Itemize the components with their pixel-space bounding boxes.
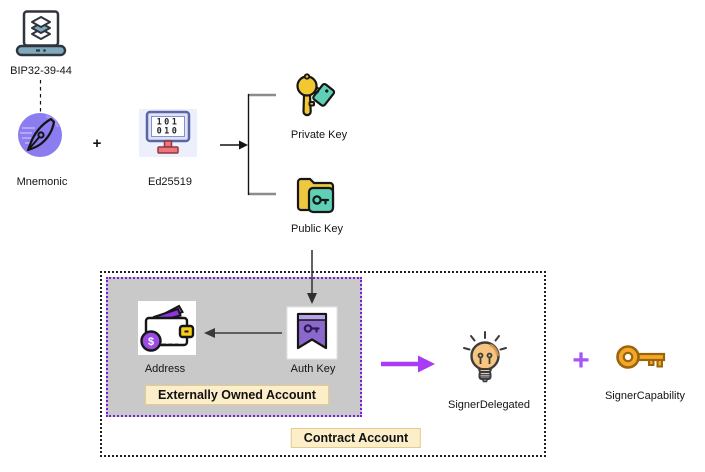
svg-text:$: $	[148, 336, 154, 348]
public-key-icon	[296, 177, 335, 214]
signer-delegated-icon	[463, 331, 507, 383]
plus-operator-top: +	[92, 135, 102, 152]
svg-text:010: 010	[157, 127, 180, 137]
mnemonic-label: Mnemonic	[16, 176, 68, 188]
public-key-label: Public Key	[291, 223, 343, 235]
plus-operator-bottom: +	[572, 344, 590, 377]
svg-text:101: 101	[157, 118, 180, 128]
auth-key-label: Auth Key	[290, 363, 336, 375]
eoa-group-label: Externally Owned Account	[145, 385, 329, 405]
signer-capability-label: SignerCapability	[604, 390, 686, 402]
mnemonic-icon	[18, 113, 62, 157]
address-label: Address	[144, 363, 186, 375]
ed25519-label: Ed25519	[147, 176, 193, 188]
bip-label: BIP32-39-44	[10, 65, 72, 77]
signer-delegated-label: SignerDelegated	[448, 399, 530, 411]
signer-capability-icon	[616, 345, 666, 369]
private-key-icon	[296, 73, 336, 117]
address-wallet-icon: $	[138, 301, 196, 355]
ed25519-icon: 101 010	[139, 109, 197, 157]
private-key-label: Private Key	[290, 129, 348, 141]
auth-key-icon	[286, 306, 338, 360]
bip-laptop-icon	[15, 10, 67, 57]
contract-group-label: Contract Account	[290, 428, 422, 448]
